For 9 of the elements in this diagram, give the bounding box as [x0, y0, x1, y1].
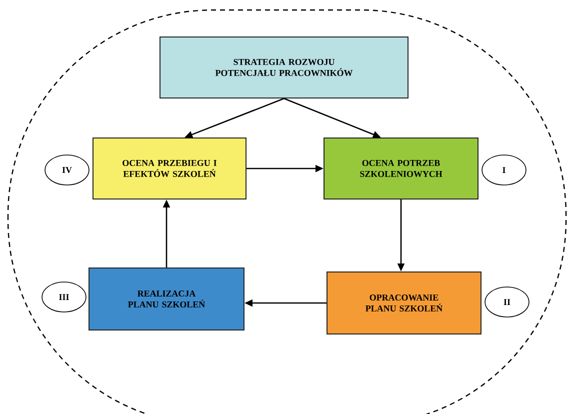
step-number-oval: III: [42, 282, 86, 312]
process-box: OPRACOWANIE PLANU SZKOLEŃ: [326, 272, 482, 334]
process-box: OCENA POTRZEB SZKOLENIOWYCH: [324, 138, 478, 200]
step-number-oval: I: [482, 154, 526, 186]
process-box: REALIZACJA PLANU SZKOLEŃ: [88, 268, 244, 330]
step-number-oval: II: [484, 286, 530, 318]
process-box: OCENA PRZEBIEGU I EFEKTÓW SZKOLEŃ: [92, 138, 246, 200]
step-number-oval: IV: [44, 154, 90, 186]
process-box: STRATEGIA ROZWOJU POTENCJAŁU PRACOWNIKÓW: [160, 36, 408, 98]
